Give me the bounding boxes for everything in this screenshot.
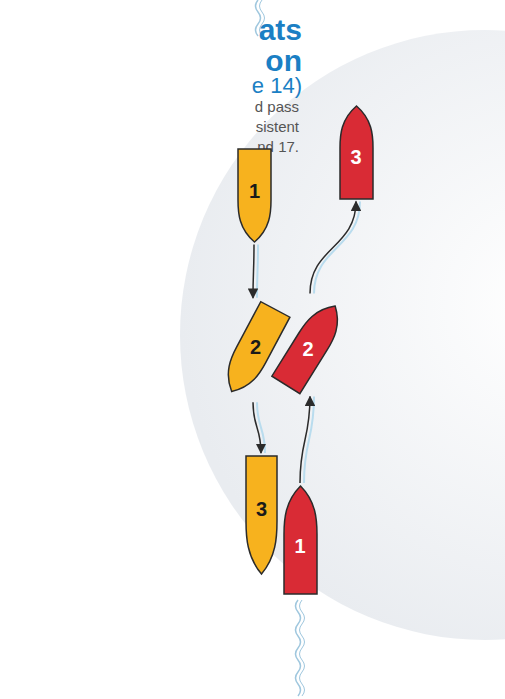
boat-number: 1 bbox=[237, 179, 272, 201]
boat-number: 1 bbox=[283, 535, 318, 557]
boat-hull bbox=[217, 301, 290, 399]
rule-reference: e 14) bbox=[230, 74, 302, 98]
course-arrow bbox=[253, 402, 261, 453]
boat-hull bbox=[284, 486, 317, 594]
boat-shape: 2 bbox=[270, 295, 350, 394]
boat-number: 3 bbox=[245, 498, 278, 520]
water-wake bbox=[257, 402, 265, 453]
figure-title: ats on bbox=[240, 14, 302, 76]
boat-number: 2 bbox=[238, 335, 273, 357]
water-wake bbox=[296, 600, 301, 696]
boat-shape: 1 bbox=[283, 485, 318, 595]
boat-shape: 1 bbox=[237, 148, 272, 243]
boat-shape: 3 bbox=[339, 105, 374, 200]
boat-number: 3 bbox=[339, 146, 374, 168]
water-wake bbox=[257, 245, 258, 298]
water-wake bbox=[304, 397, 314, 483]
background-circle bbox=[180, 30, 505, 640]
boat-hull bbox=[238, 149, 271, 242]
body-text: d pass sistent nd 17. bbox=[237, 97, 299, 157]
boat-hull bbox=[340, 106, 373, 199]
boat-shape: 2 bbox=[215, 300, 291, 400]
water-wake bbox=[314, 202, 360, 294]
course-arrow bbox=[300, 397, 310, 483]
boat-hull bbox=[271, 297, 348, 393]
boat-number: 2 bbox=[290, 338, 325, 360]
course-arrow bbox=[252, 245, 254, 298]
boat-hull bbox=[246, 456, 277, 574]
water-wake bbox=[300, 600, 305, 696]
course-arrow bbox=[310, 202, 356, 294]
boat-shape: 3 bbox=[245, 455, 278, 575]
